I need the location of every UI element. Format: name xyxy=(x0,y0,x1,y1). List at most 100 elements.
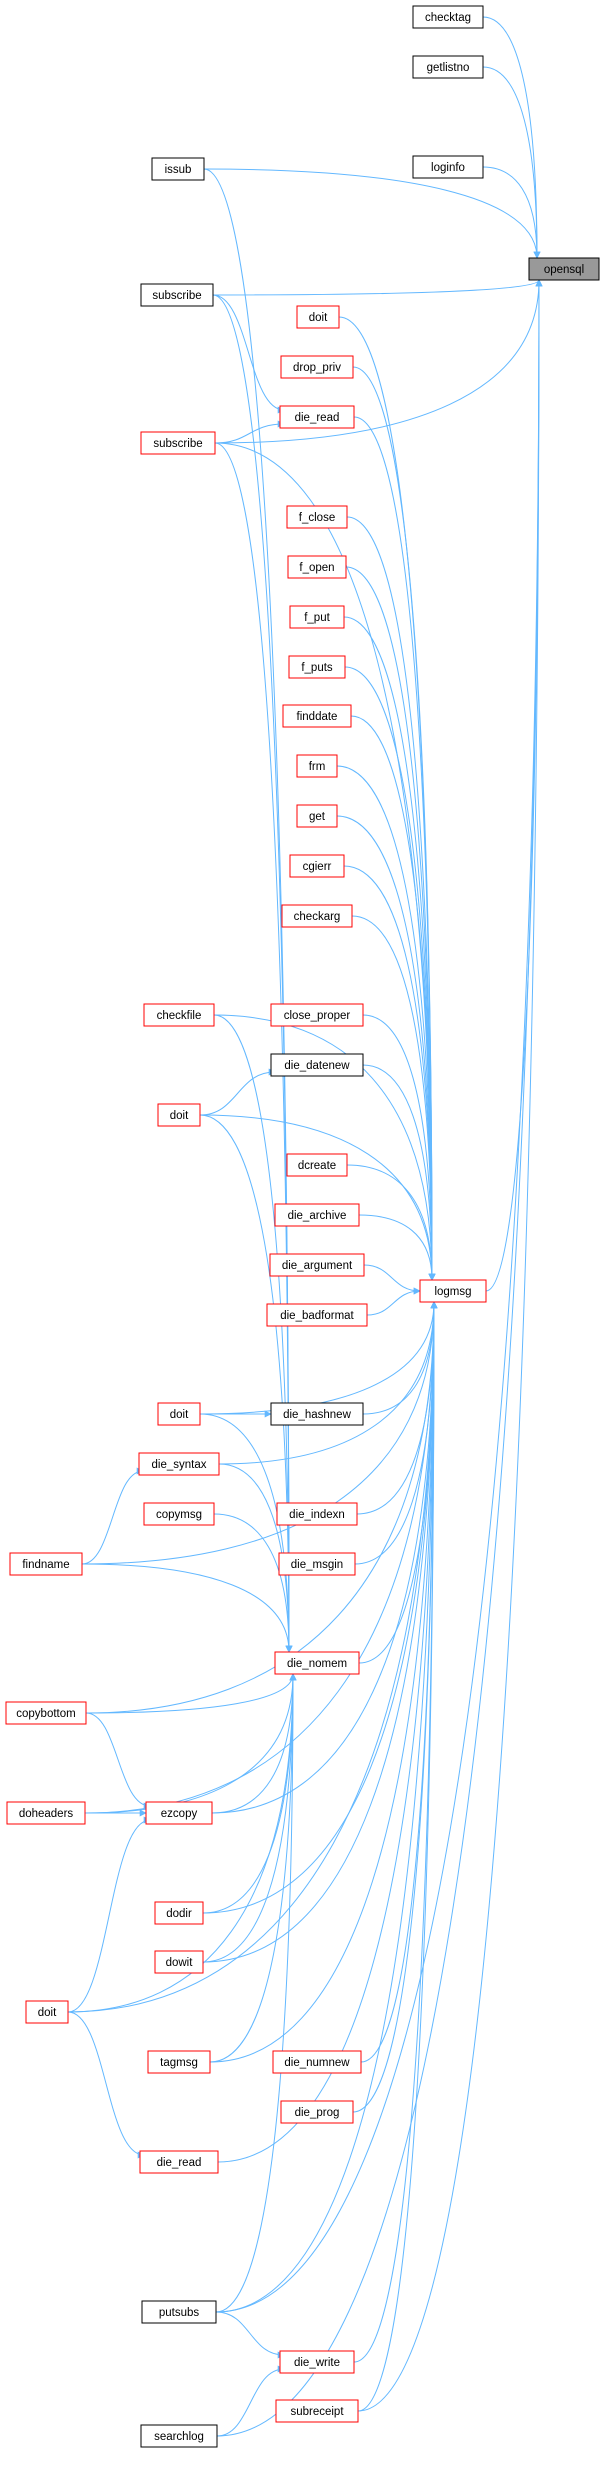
node-label-copybottom: copybottom xyxy=(16,1708,75,1720)
node-label-putsubs: putsubs xyxy=(159,2307,200,2319)
node-die_write[interactable]: die_write xyxy=(279,2350,355,2374)
edge-die_nomem-to-logmsg xyxy=(358,1301,438,1664)
node-doheaders[interactable]: doheaders xyxy=(6,1801,86,1825)
node-die_hashnew[interactable]: die_hashnew xyxy=(270,1402,364,1426)
node-f_close[interactable]: f_close xyxy=(286,505,348,529)
node-box-checkarg xyxy=(281,904,353,928)
node-checkarg[interactable]: checkarg xyxy=(281,904,353,928)
edge-checkfile-to-logmsg xyxy=(213,1014,436,1281)
node-die_prog[interactable]: die_prog xyxy=(280,2100,354,2124)
edge-checkfile-to-die_nomem xyxy=(213,1014,293,1653)
edge-getlistno-to-opensql xyxy=(482,66,541,259)
node-die_numnew[interactable]: die_numnew xyxy=(272,2050,362,2074)
node-checktag[interactable]: checktag xyxy=(412,5,484,29)
node-ezcopy[interactable]: ezcopy xyxy=(145,1801,213,1825)
node-label-die_indexn: die_indexn xyxy=(289,1509,345,1521)
node-label-logmsg: logmsg xyxy=(434,1286,471,1298)
node-label-die_read2: die_read xyxy=(157,2157,202,2169)
edge-die_syntax-to-logmsg xyxy=(218,1301,438,1465)
node-box-doit1 xyxy=(296,305,340,329)
node-issub[interactable]: issub xyxy=(151,157,205,181)
node-die_nomem[interactable]: die_nomem xyxy=(274,1651,360,1675)
node-copybottom[interactable]: copybottom xyxy=(5,1701,87,1725)
edge-doit2-to-die_datenew xyxy=(199,1068,276,1116)
node-die_msgin[interactable]: die_msgin xyxy=(278,1552,356,1576)
node-drop_priv[interactable]: drop_priv xyxy=(280,355,354,379)
node-tagmsg[interactable]: tagmsg xyxy=(147,2050,211,2074)
node-f_open[interactable]: f_open xyxy=(287,555,347,579)
node-loginfo[interactable]: loginfo xyxy=(412,155,484,179)
node-logmsg[interactable]: logmsg xyxy=(419,1279,487,1303)
node-label-die_prog: die_prog xyxy=(295,2107,340,2119)
node-label-finddate: finddate xyxy=(297,711,338,723)
node-opensql[interactable]: opensql xyxy=(528,257,600,281)
node-subscribe1[interactable]: subscribe xyxy=(140,283,214,307)
node-label-subscribe1: subscribe xyxy=(152,290,201,302)
node-box-subscribe2 xyxy=(140,431,216,455)
node-cgierr[interactable]: cgierr xyxy=(289,854,345,878)
node-die_argument[interactable]: die_argument xyxy=(269,1253,365,1277)
edge-doit3-to-die_nomem xyxy=(199,1413,293,1653)
edge-dodir-to-logmsg xyxy=(202,1301,438,1914)
node-box-f_put xyxy=(289,605,345,629)
edge-copybottom-to-ezcopy xyxy=(85,1712,151,1810)
node-findname[interactable]: findname xyxy=(9,1552,83,1576)
node-dodir[interactable]: dodir xyxy=(154,1901,204,1925)
node-die_read1[interactable]: die_read xyxy=(279,405,355,429)
node-box-dcreate xyxy=(286,1153,348,1177)
node-die_syntax[interactable]: die_syntax xyxy=(138,1452,220,1476)
node-label-subreceipt: subreceipt xyxy=(290,2406,344,2418)
node-finddate[interactable]: finddate xyxy=(282,704,352,728)
node-dowit[interactable]: dowit xyxy=(154,1950,204,1974)
edge-subreceipt-to-opensql xyxy=(357,279,543,2412)
node-die_badformat[interactable]: die_badformat xyxy=(266,1303,368,1327)
node-die_datenew[interactable]: die_datenew xyxy=(270,1053,364,1077)
edge-die_read1-to-logmsg xyxy=(353,416,436,1281)
node-frm[interactable]: frm xyxy=(296,754,338,778)
edge-subscribe2-to-logmsg xyxy=(214,442,436,1281)
node-label-die_archive: die_archive xyxy=(288,1210,347,1222)
edge-searchlog-to-opensql xyxy=(216,279,543,2437)
node-get[interactable]: get xyxy=(296,804,338,828)
node-box-dowit xyxy=(154,1950,204,1974)
node-doit4[interactable]: doit xyxy=(25,2000,69,2024)
node-dcreate[interactable]: dcreate xyxy=(286,1153,348,1177)
node-f_put[interactable]: f_put xyxy=(289,605,345,629)
node-label-die_nomem: die_nomem xyxy=(287,1658,347,1670)
node-label-die_msgin: die_msgin xyxy=(291,1559,343,1571)
node-subreceipt[interactable]: subreceipt xyxy=(275,2399,359,2423)
edge-dowit-to-die_nomem xyxy=(202,1673,297,1963)
node-putsubs[interactable]: putsubs xyxy=(141,2300,217,2324)
node-box-subreceipt xyxy=(275,2399,359,2423)
node-die_indexn[interactable]: die_indexn xyxy=(276,1502,358,1526)
node-box-opensql xyxy=(528,257,600,281)
node-doit3[interactable]: doit xyxy=(157,1402,201,1426)
edge-doit3-to-logmsg xyxy=(199,1301,438,1415)
node-doit2[interactable]: doit xyxy=(157,1103,201,1127)
node-doit1[interactable]: doit xyxy=(296,305,340,329)
node-close_proper[interactable]: close_proper xyxy=(270,1003,364,1027)
node-checkfile[interactable]: checkfile xyxy=(143,1003,215,1027)
node-box-die_write xyxy=(279,2350,355,2374)
node-die_read2[interactable]: die_read xyxy=(139,2150,219,2174)
node-copymsg[interactable]: copymsg xyxy=(143,1502,215,1526)
edge-loginfo-to-opensql xyxy=(482,166,541,259)
node-searchlog[interactable]: searchlog xyxy=(140,2424,218,2448)
node-label-checkarg: checkarg xyxy=(294,911,341,923)
node-getlistno[interactable]: getlistno xyxy=(412,55,484,79)
edge-putsubs-to-logmsg xyxy=(215,1301,438,2313)
edge-findname-to-die_nomem xyxy=(81,1563,293,1653)
edge-putsubs-to-opensql xyxy=(215,279,543,2313)
node-label-frm: frm xyxy=(309,761,326,773)
edge-doit4-to-logmsg xyxy=(67,1301,438,2013)
node-f_puts[interactable]: f_puts xyxy=(288,655,346,679)
edge-tagmsg-to-logmsg xyxy=(209,1301,438,2063)
node-subscribe2[interactable]: subscribe xyxy=(140,431,216,455)
node-label-copymsg: copymsg xyxy=(156,1509,202,1521)
edge-findname-to-logmsg xyxy=(81,1301,438,1565)
node-label-die_write: die_write xyxy=(294,2357,340,2369)
edge-subscribe2-to-die_read1 xyxy=(214,420,285,444)
node-die_archive[interactable]: die_archive xyxy=(274,1203,360,1227)
node-label-dowit: dowit xyxy=(166,1957,194,1969)
